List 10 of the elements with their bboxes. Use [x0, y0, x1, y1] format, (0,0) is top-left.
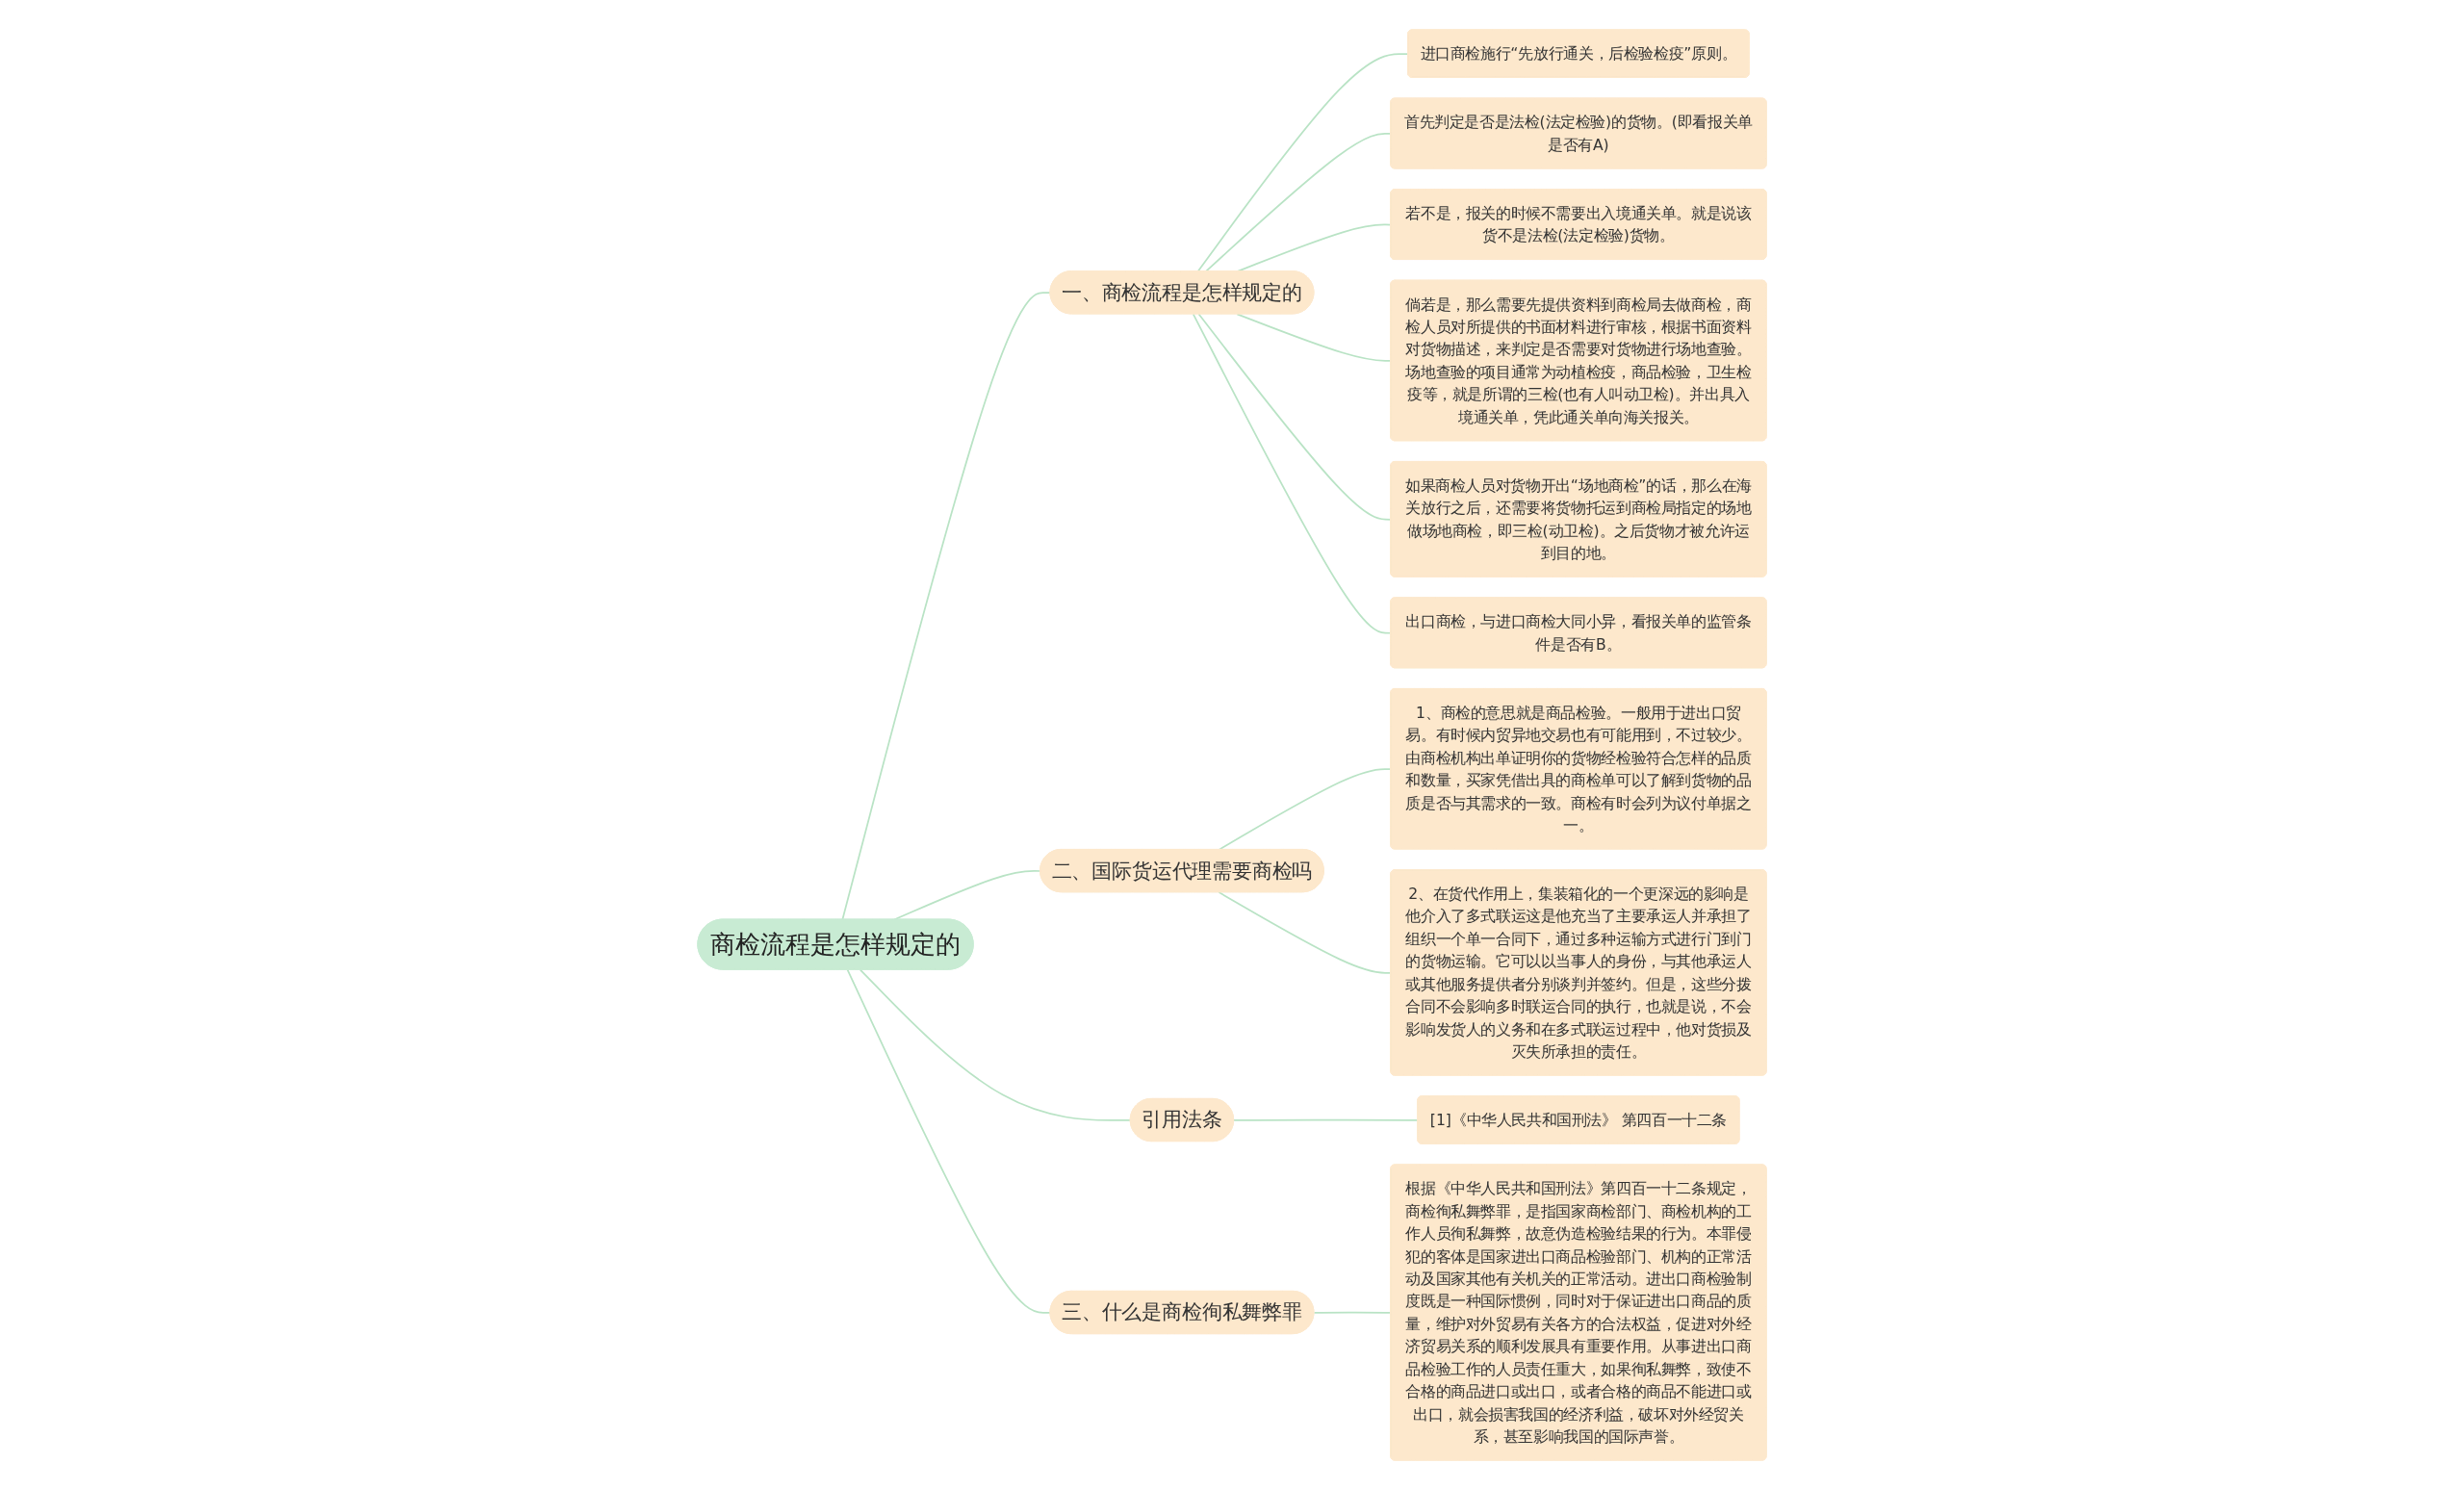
connector: [1192, 312, 1392, 634]
connector: [859, 968, 1132, 1121]
connector: [1204, 132, 1392, 272]
connector: [1313, 1311, 1392, 1314]
connector: [846, 968, 1052, 1314]
connector: [1197, 312, 1392, 521]
connector: [1196, 52, 1409, 272]
connector: [1236, 312, 1392, 362]
connector: [841, 291, 1052, 920]
connector: [1218, 890, 1392, 974]
